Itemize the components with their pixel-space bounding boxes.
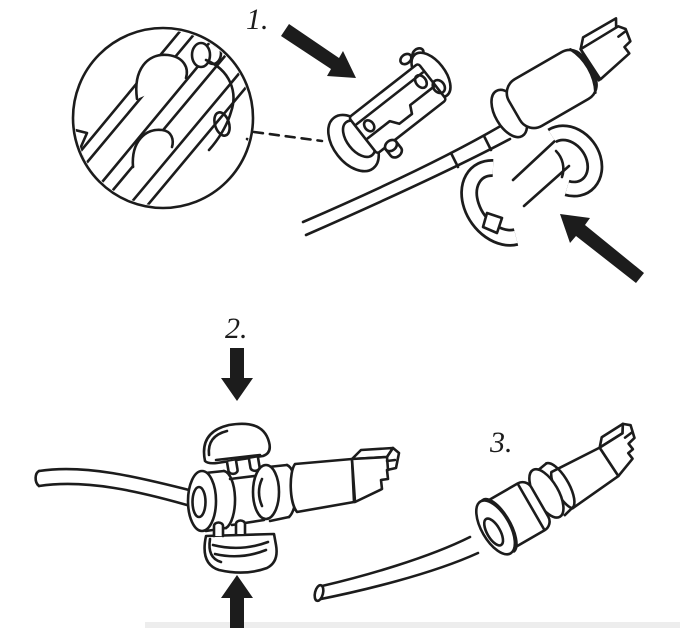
step2-top-clip-half [202, 422, 272, 476]
collar-ring-left [474, 497, 518, 556]
groove-boss-upper [135, 53, 189, 101]
cable-sleeve-mark [449, 151, 460, 169]
step1-protector-bottom-shell [460, 124, 604, 247]
pin-detail [190, 41, 212, 69]
clip-pin [234, 519, 247, 536]
cable-hole [482, 517, 505, 547]
step2-assembly [34, 422, 401, 574]
shell-barrel [511, 137, 559, 182]
collar-ring-right [251, 463, 298, 523]
step2-label: 2. [225, 312, 248, 345]
connector-body [289, 457, 356, 514]
step1-label: 1. [246, 3, 269, 36]
clip-pin [247, 456, 261, 473]
groove-boss-lower [131, 128, 174, 169]
shell-ring-notch [481, 211, 504, 235]
step3-label: 3. [489, 426, 513, 459]
step2-cable [34, 467, 196, 509]
clip-pin [225, 459, 239, 476]
magnifier-detail-icon [71, 26, 255, 210]
step1-protector-top-shell [326, 46, 452, 173]
plug-tip [579, 25, 632, 81]
cable-sleeve-mark [482, 134, 493, 152]
clip-pin [212, 521, 225, 538]
step2-press-down-arrow-icon [221, 348, 253, 401]
shell-screw-hole [362, 118, 376, 133]
step3-cable [313, 535, 480, 603]
photo-edge-artifact [145, 622, 680, 628]
step1-cable [301, 122, 512, 237]
collar-ring-left [186, 469, 237, 533]
shell-pin [399, 52, 413, 66]
step1-place-top-arrow-icon [281, 24, 356, 78]
magnified-clip-interior [75, 30, 251, 206]
step2-bottom-clip-half [203, 519, 278, 574]
magnifier-callout-line [252, 130, 324, 143]
shell-barrel [522, 164, 571, 208]
cable-end [313, 583, 325, 603]
shell-screw-hole [413, 73, 429, 90]
step1-cable-connector [490, 17, 632, 139]
step3-assembled [313, 422, 636, 603]
cable-hole [191, 485, 207, 519]
step1-place-bottom-arrow-icon [560, 214, 644, 283]
step2-press-up-arrow-icon [221, 575, 253, 628]
